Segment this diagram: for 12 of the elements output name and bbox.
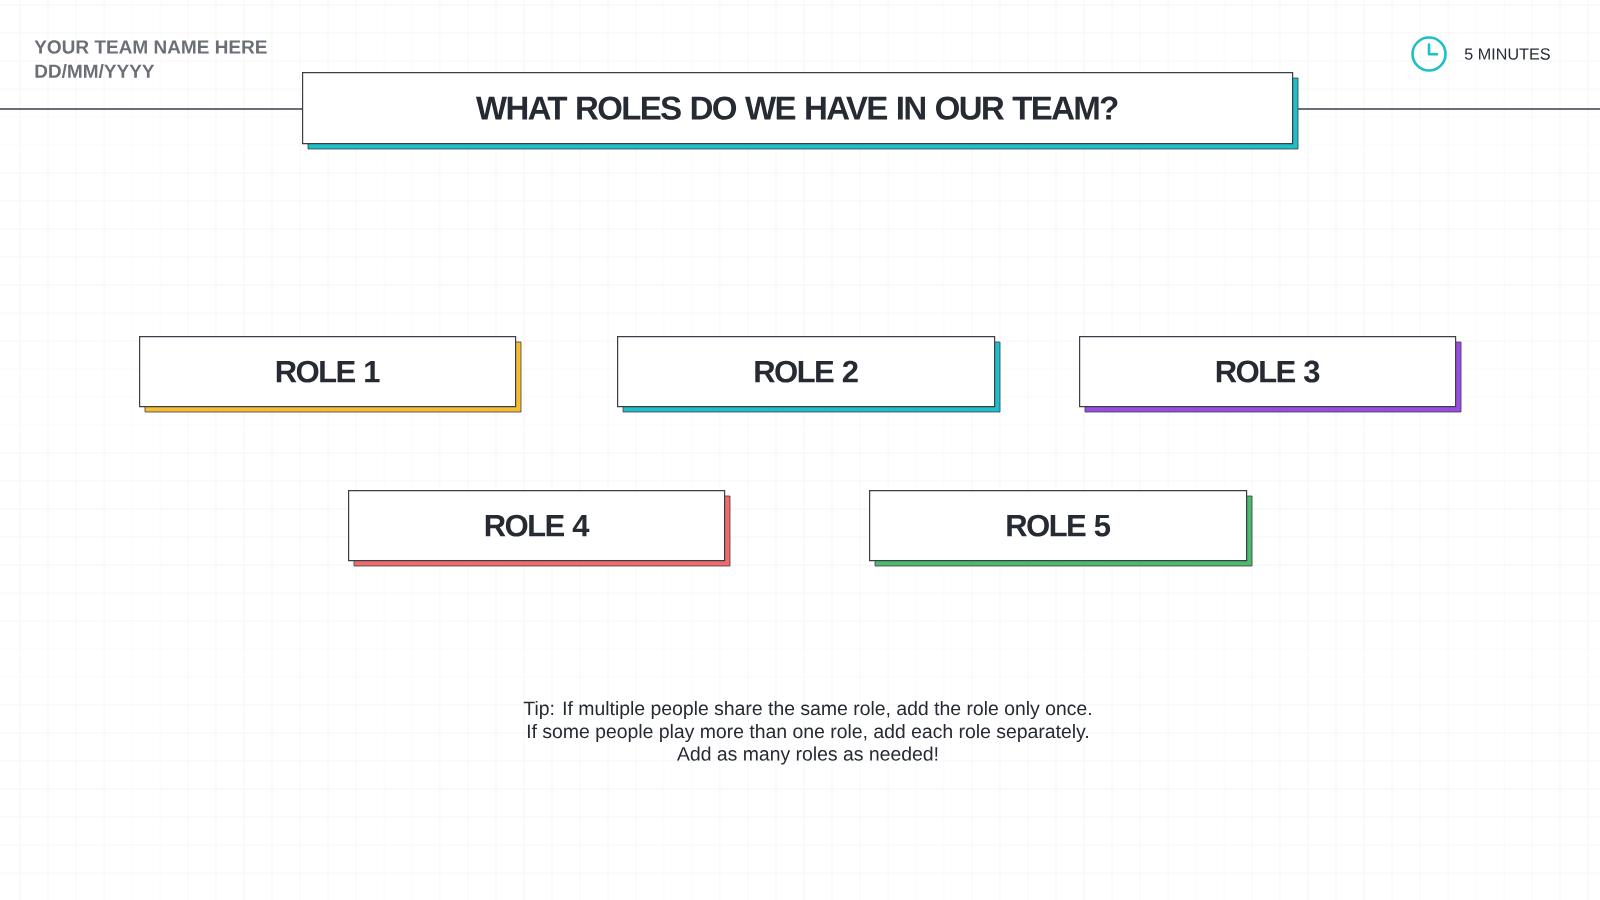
tip-text: Tip: If multiple people share the same role, add the role only once. bbox=[523, 700, 1091, 720]
role-box: ROLE 2 bbox=[617, 336, 1001, 413]
title-box: WHAT ROLES DO WE HAVE IN OUR TEAM? bbox=[302, 72, 1299, 150]
team-name: YOUR TEAM NAME HERE bbox=[34, 40, 267, 54]
role-box: ROLE 5 bbox=[869, 490, 1253, 567]
duration-text: 5 MINUTES bbox=[1464, 48, 1550, 60]
tip-text: Add as many roles as needed! bbox=[677, 746, 938, 765]
date-text: DD/MM/YYYY bbox=[35, 63, 155, 79]
role-box: ROLE 1 bbox=[139, 336, 522, 413]
role-box: ROLE 4 bbox=[348, 490, 731, 567]
role-box: ROLE 3 bbox=[1079, 336, 1462, 413]
tip-text: If some people play more than one role, add each role separately. bbox=[527, 723, 1088, 743]
